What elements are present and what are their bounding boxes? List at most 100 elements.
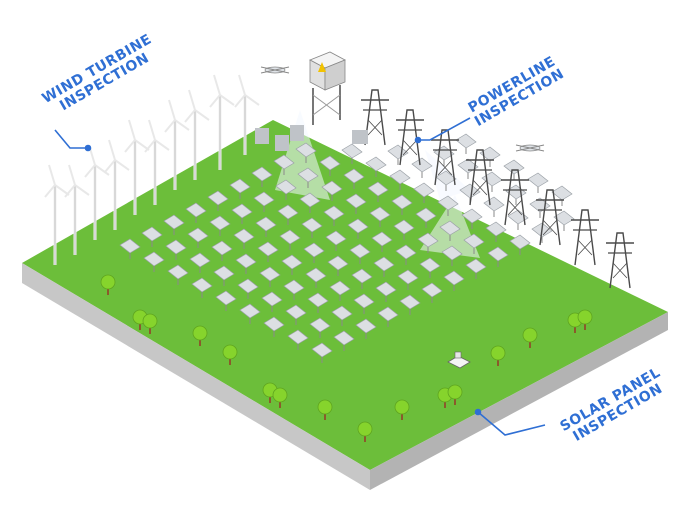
wind-turbine-icon bbox=[104, 139, 130, 230]
solar-panel-icon bbox=[273, 154, 295, 175]
solar-panel-icon bbox=[187, 227, 209, 248]
solar-panel-icon bbox=[119, 238, 141, 259]
tree-icon bbox=[447, 384, 463, 405]
solar-panel-icon bbox=[319, 155, 341, 176]
solar-panel-icon bbox=[461, 208, 483, 229]
solar-panel-icon bbox=[305, 267, 327, 288]
tree-icon bbox=[222, 344, 238, 365]
solar-panel-icon bbox=[215, 290, 237, 311]
tree-icon bbox=[577, 309, 593, 330]
solar-panel-icon bbox=[311, 342, 333, 363]
transmission-tower-icon bbox=[466, 149, 494, 206]
solar-panel-icon bbox=[185, 202, 207, 223]
tree-icon bbox=[100, 274, 116, 295]
solar-panel-icon bbox=[395, 244, 417, 265]
solar-panel-icon bbox=[365, 156, 387, 177]
solar-panel-icon bbox=[417, 232, 439, 253]
solar-panel-icon bbox=[279, 229, 301, 250]
drone-icon bbox=[260, 66, 290, 74]
transmission-tower-icon bbox=[431, 129, 459, 186]
solar-panel-icon bbox=[259, 266, 281, 287]
solar-panel-icon bbox=[237, 278, 259, 299]
solar-panel-icon bbox=[233, 228, 255, 249]
solar-panel-icon bbox=[141, 226, 163, 247]
solar-panel-icon bbox=[261, 291, 283, 312]
transmission-tower-icon bbox=[501, 169, 529, 226]
tree-icon bbox=[272, 387, 288, 408]
solar-panel-icon bbox=[285, 304, 307, 325]
transmission-tower-icon bbox=[606, 232, 634, 289]
solar-panel-icon bbox=[387, 144, 409, 165]
tree-icon bbox=[357, 421, 373, 442]
solar-panel-grid bbox=[119, 133, 575, 363]
solar-panel-icon bbox=[347, 218, 369, 239]
solar-panel-icon bbox=[441, 245, 463, 266]
solar-panel-icon bbox=[435, 170, 457, 191]
solar-panel-icon bbox=[189, 252, 211, 273]
drone-icon bbox=[515, 144, 545, 152]
solar-panel-icon bbox=[167, 264, 189, 285]
solar-panel-icon bbox=[487, 246, 509, 267]
tree-group bbox=[100, 274, 593, 442]
solar-panel-icon bbox=[421, 282, 443, 303]
solar-panel-icon bbox=[353, 293, 375, 314]
solar-panel-icon bbox=[399, 294, 421, 315]
solar-panel-icon bbox=[375, 281, 397, 302]
solar-panel-icon bbox=[309, 317, 331, 338]
transmission-tower-row bbox=[361, 89, 634, 289]
solar-panel-icon bbox=[263, 316, 285, 337]
solar-panel-icon bbox=[373, 256, 395, 277]
solar-panel-icon bbox=[345, 193, 367, 214]
solar-panel-icon bbox=[251, 166, 273, 187]
solar-panel-icon bbox=[443, 270, 465, 291]
solar-panel-icon bbox=[209, 215, 231, 236]
solar-panel-icon bbox=[143, 251, 165, 272]
solar-panel-icon bbox=[463, 233, 485, 254]
solar-panel-icon bbox=[331, 305, 353, 326]
solar-panel-icon bbox=[301, 217, 323, 238]
solar-panel-icon bbox=[165, 239, 187, 260]
solar-panel-icon bbox=[349, 243, 371, 264]
solar-panel-icon bbox=[321, 180, 343, 201]
solar-panel-icon bbox=[287, 329, 309, 350]
solar-panel-icon bbox=[551, 185, 573, 206]
solar-panel-icon bbox=[297, 167, 319, 188]
solar-panel-icon bbox=[503, 159, 525, 180]
solar-panel-icon bbox=[255, 216, 277, 237]
tree-icon bbox=[317, 399, 333, 420]
solar-panel-icon bbox=[163, 214, 185, 235]
callout-lines bbox=[54, 117, 546, 436]
solar-panel-icon bbox=[437, 195, 459, 216]
wind-turbine-icon bbox=[44, 164, 70, 265]
solar-panel-icon bbox=[351, 268, 373, 289]
tree-icon bbox=[490, 345, 506, 366]
solar-panel-icon bbox=[377, 306, 399, 327]
wind-turbine-icon bbox=[164, 99, 190, 190]
transmission-tower-icon bbox=[571, 209, 599, 266]
solar-panel-icon bbox=[367, 181, 389, 202]
solar-panel-icon bbox=[343, 168, 365, 189]
solar-panel-icon bbox=[235, 253, 257, 274]
solar-panel-icon bbox=[213, 265, 235, 286]
solar-panel-icon bbox=[439, 220, 461, 241]
solar-panel-icon bbox=[323, 205, 345, 226]
solar-panel-icon bbox=[507, 209, 529, 230]
solar-panel-icon bbox=[307, 292, 329, 313]
solar-panel-icon bbox=[253, 191, 275, 212]
wind-turbine-icon bbox=[144, 119, 170, 205]
solar-panel-icon bbox=[485, 221, 507, 242]
wind-turbine-row bbox=[44, 74, 260, 265]
wind-turbine-icon bbox=[124, 119, 150, 215]
solar-panel-icon bbox=[393, 219, 415, 240]
wind-turbine-icon bbox=[184, 89, 210, 180]
solar-panel-icon bbox=[369, 206, 391, 227]
solar-panel-icon bbox=[479, 146, 501, 167]
inspection-robot-icon bbox=[447, 351, 471, 369]
solar-panel-icon bbox=[299, 192, 321, 213]
solar-panel-icon bbox=[371, 231, 393, 252]
solar-panel-icon bbox=[257, 241, 279, 262]
wind-turbine-icon bbox=[64, 164, 90, 255]
solar-panel-icon bbox=[527, 172, 549, 193]
solar-panel-icon bbox=[275, 179, 297, 200]
